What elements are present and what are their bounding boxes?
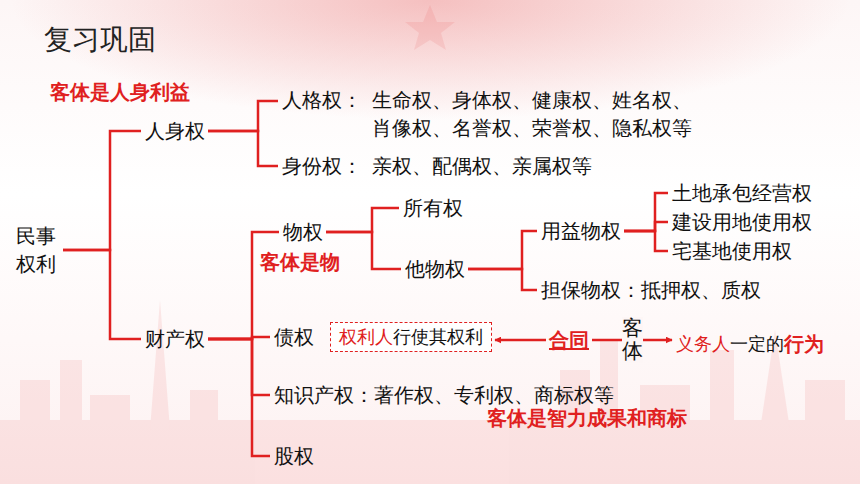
tree-node: 债权 [274,323,314,351]
tree-node: 所有权 [403,194,463,222]
note-label: 客体是人身利益 [50,78,190,106]
node-text: 合同 [549,326,589,354]
node-text: 所有权 [403,194,463,222]
bracket-line [624,222,668,231]
node-text: 生命权、身体权、健康权、姓名权、 肖像权、名誉权、荣誉权、隐私权等 [372,86,707,142]
tree-node: 人身权 [145,117,205,145]
node-text: 义务人 [676,330,730,358]
node-text: 担保物权：抵押权、质权 [541,276,761,304]
node-text: 债权 [274,323,314,351]
node-text: 物权 [283,218,323,246]
note-label: 客体是物 [260,248,340,276]
node-text: 用益物权 [541,217,621,245]
tree-node: 物权 [283,218,323,246]
tree-node: 民事 权利 [16,222,60,278]
bracket-line [208,339,270,395]
bracket-line [63,131,141,250]
tree-node: 股权 [274,442,314,470]
note-label: 客体是智力成果和商标 [487,404,687,432]
node-text: 权利人 [339,323,393,351]
slide-title: 复习巩固 [44,22,156,58]
node-text: 知识产权：著作权、专利权、商标权等 [274,381,614,409]
bracket-line [468,231,537,269]
node-text: 土地承包经营权 [672,179,812,207]
tree-node: 建设用地使用权 [672,208,812,236]
bracket-line [208,101,278,131]
node-text: 宅基地使用权 [672,237,792,265]
tree-node: 身份权： 亲权、配偶权、亲属权等 [282,152,592,180]
node-text: 财产权 [145,325,205,353]
node-text: 一定的 [730,330,784,358]
bracket-line [63,250,141,339]
tree-node: 他物权 [405,255,465,283]
tree-node: 担保物权：抵押权、质权 [541,276,761,304]
bracket-line [208,232,279,339]
node-text: 民事 权利 [16,222,60,278]
tree-node: 宅基地使用权 [672,237,792,265]
dashed-box: 权利人行使其权利 [330,322,492,352]
bracket-line [468,269,537,290]
tree-node: 土地承包经营权 [672,179,812,207]
bracket-line [208,339,270,456]
bracket-line [624,231,668,251]
bracket-line [208,131,278,166]
node-text: 他物权 [405,255,465,283]
tree-node: 合同 [549,326,589,354]
tree-node: 人格权： 生命权、身体权、健康权、姓名权、 肖像权、名誉权、荣誉权、隐私权等 [282,86,707,142]
node-text: 人身权 [145,117,205,145]
node-text: 身份权： [282,152,362,180]
tree-node: 义务人一定的行为 [676,330,824,358]
node-text: 行使其权利 [393,323,483,351]
node-text: 建设用地使用权 [672,208,812,236]
arrow-line [495,339,546,342]
bracket-line [624,193,668,231]
tree-node: 财产权 [145,325,205,353]
node-text: 亲权、配偶权、亲属权等 [372,152,592,180]
bracket-line [326,208,399,232]
node-text: 人格权： [282,86,362,114]
edge-label: 客体 [622,317,643,363]
node-text: 行为 [784,330,824,358]
node-text: 股权 [274,442,314,470]
tree-node: 用益物权 [541,217,621,245]
tree-node: 知识产权：著作权、专利权、商标权等 [274,381,614,409]
